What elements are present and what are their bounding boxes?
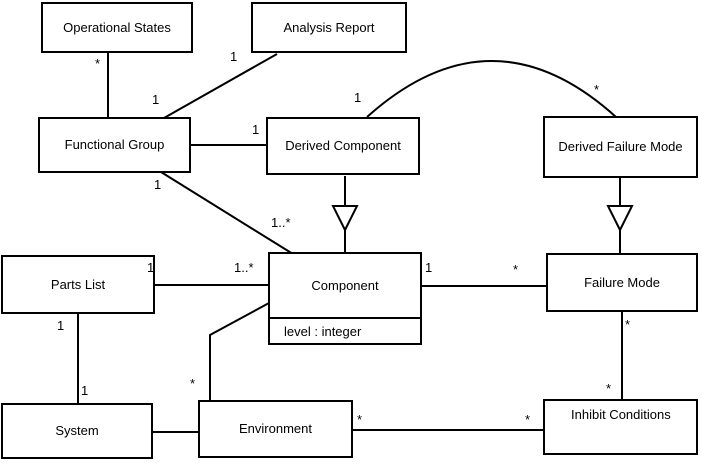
class-box-failure-mode: Failure Mode xyxy=(546,253,698,312)
generalization-derived-component-triangle xyxy=(331,205,359,233)
multiplicity-label: 1 xyxy=(81,383,89,398)
class-name: Derived Component xyxy=(285,138,401,153)
multiplicity-label: * xyxy=(190,376,196,391)
class-box-environment: Environment xyxy=(198,400,353,458)
multiplicity-label: * xyxy=(513,262,519,277)
class-name: Inhibit Conditions xyxy=(571,407,671,422)
generalization-derived-failure-mode-triangle xyxy=(606,205,634,233)
class-name: Analysis Report xyxy=(283,19,375,35)
class-box-functional-group: Functional Group xyxy=(38,117,191,173)
multiplicity-label: * xyxy=(594,82,600,97)
multiplicity-label: * xyxy=(625,317,631,332)
multiplicity-label: * xyxy=(95,56,101,71)
multiplicity-label: * xyxy=(525,412,531,427)
assoc-derived-component-derived-failure-mode-arc xyxy=(366,60,617,118)
multiplicity-label: 1 xyxy=(230,49,238,64)
class-box-analysis-report: Analysis Report xyxy=(251,2,407,53)
class-attribute: level : integer xyxy=(284,323,362,339)
multiplicity-label: 1 xyxy=(154,177,162,192)
class-box-operational-states: Operational States xyxy=(41,2,193,53)
multiplicity-label: 1..* xyxy=(271,215,291,230)
class-box-inhibit-conditions: Inhibit Conditions xyxy=(543,399,698,455)
class-box-parts-list: Parts List xyxy=(1,255,155,314)
class-name: Environment xyxy=(239,421,312,436)
class-box-derived-component: Derived Component xyxy=(266,117,420,175)
class-attribute-compartment: level : integer xyxy=(270,317,420,343)
multiplicity-label: 1 xyxy=(57,318,65,333)
class-box-derived-failure-mode: Derived Failure Mode xyxy=(543,116,698,178)
class-name: System xyxy=(55,423,99,438)
assoc-functional-group-component xyxy=(160,171,294,255)
multiplicity-label: 1 xyxy=(425,260,433,275)
multiplicity-label: * xyxy=(357,412,363,427)
multiplicity-label: 1 xyxy=(354,90,362,105)
class-name: Component xyxy=(311,278,379,293)
multiplicity-label: * xyxy=(606,381,612,396)
multiplicity-label: 1..* xyxy=(234,260,254,275)
class-name: Parts List xyxy=(50,276,106,292)
class-name: Operational States xyxy=(63,19,171,35)
class-box-system: System xyxy=(1,403,153,459)
assoc-analysis-report-functional-group xyxy=(163,53,278,119)
class-box-component: Component level : integer xyxy=(268,252,422,345)
multiplicity-label: 1 xyxy=(147,260,155,275)
class-name: Derived Failure Mode xyxy=(558,139,683,154)
class-name-compartment: Component xyxy=(270,254,420,317)
class-name: Failure Mode xyxy=(584,274,660,290)
class-name: Functional Group xyxy=(64,137,165,152)
multiplicity-label: 1 xyxy=(152,92,160,107)
assoc-environment-component xyxy=(209,302,270,401)
multiplicity-label: 1 xyxy=(252,122,260,137)
